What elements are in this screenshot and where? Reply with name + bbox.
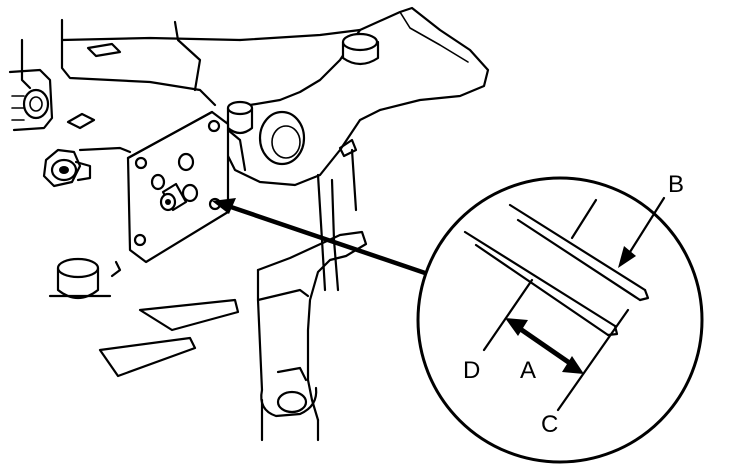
upper-casting bbox=[60, 6, 490, 187]
label-a: A bbox=[520, 357, 536, 384]
mounting-plate bbox=[126, 110, 247, 264]
label-d: D bbox=[463, 357, 480, 384]
leader-arrow bbox=[212, 198, 431, 277]
detail-magnifier bbox=[416, 176, 704, 464]
lower-bracket bbox=[256, 230, 368, 442]
label-c: C bbox=[541, 411, 558, 438]
left-components bbox=[8, 38, 240, 378]
sensor-pin-icon bbox=[159, 182, 188, 212]
label-b: B bbox=[668, 171, 684, 198]
bolt-icon bbox=[42, 148, 92, 188]
boss-icon bbox=[48, 257, 122, 300]
